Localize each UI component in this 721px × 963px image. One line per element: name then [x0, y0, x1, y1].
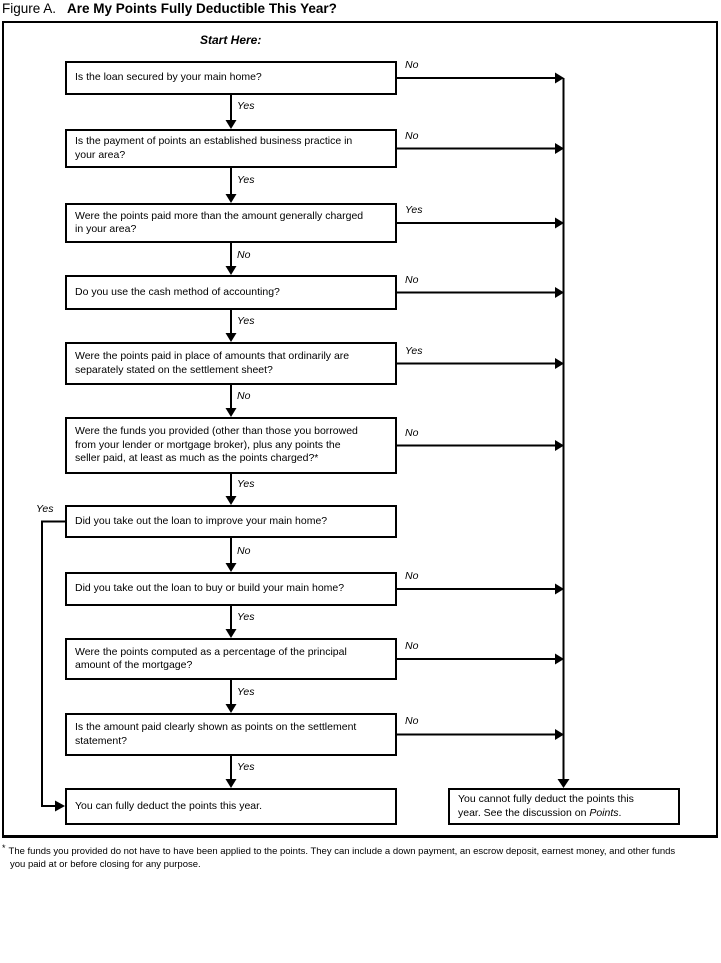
question-text: Is the payment of points an established … [75, 135, 353, 161]
result-text-before: You cannot fully deduct the points this … [458, 793, 634, 819]
branch-label: No [405, 274, 419, 286]
result-text: You can fully deduct the points this yea… [75, 799, 262, 812]
branch-label: No [237, 390, 251, 402]
branch-label: Yes [237, 761, 255, 773]
question-text: Were the funds you provided (other than … [75, 425, 358, 465]
flowchart-frame [2, 21, 718, 838]
question-box-in-place-amounts: Were the points paid in place of amounts… [65, 342, 397, 385]
question-box-points-amount: Were the points paid more than the amoun… [65, 203, 397, 243]
question-text: Were the points paid more than the amoun… [75, 209, 364, 236]
branch-label: No [237, 545, 251, 557]
branch-label: Yes [237, 174, 255, 186]
branch-label: Yes [405, 345, 423, 357]
footnote-text: The funds you provided do not have to ha… [8, 846, 676, 857]
question-box-shown-as-points: Is the amount paid clearly shown as poin… [65, 713, 397, 756]
question-box-funds-provided: Were the funds you provided (other than … [65, 417, 397, 474]
branch-label: No [237, 249, 251, 261]
question-box-percentage: Were the points computed as a percentage… [65, 638, 397, 680]
question-text: Did you take out the loan to buy or buil… [75, 582, 345, 595]
footnote-line-2: you paid at or before closing for any pu… [10, 859, 201, 870]
question-box-buy-build-home: Did you take out the loan to buy or buil… [65, 572, 397, 606]
figure-heading: Figure A. Are My Points Fully Deductible … [2, 1, 337, 16]
question-box-business-practice: Is the payment of points an established … [65, 129, 397, 168]
result-box-deduct: You can fully deduct the points this yea… [65, 788, 397, 825]
branch-label: Yes [36, 503, 54, 515]
question-text: Were the points computed as a percentage… [75, 645, 347, 672]
question-text: Is the amount paid clearly shown as poin… [75, 721, 357, 747]
footnote: *The funds you provided do not have to h… [2, 842, 719, 871]
footnote-asterisk: * [2, 843, 6, 853]
result-text-after: . [618, 806, 622, 819]
branch-label: No [405, 570, 419, 582]
question-box-cash-method: Do you use the cash method of accounting… [65, 275, 397, 310]
branch-label: No [405, 715, 419, 727]
branch-label: Yes [237, 315, 255, 327]
question-box-loan-secured: Is the loan secured by your main home? [65, 61, 397, 95]
branch-label: No [405, 130, 419, 142]
result-text-italic: Points [589, 806, 619, 819]
branch-label: Yes [237, 611, 255, 623]
question-text: Did you take out the loan to improve you… [75, 514, 328, 527]
footnote-line-1: *The funds you provided do not have to h… [2, 842, 719, 858]
start-here-label: Start Here: [200, 33, 262, 47]
question-text: Do you use the cash method of accounting… [75, 285, 280, 298]
branch-label: Yes [237, 686, 255, 698]
branch-label: No [405, 427, 419, 439]
result-box-no-deduct: You cannot fully deduct the points this … [448, 788, 680, 825]
branch-label: Yes [237, 100, 255, 112]
question-text: Were the points paid in place of amounts… [75, 350, 350, 376]
question-box-improve-home: Did you take out the loan to improve you… [65, 505, 397, 538]
branch-label: Yes [237, 478, 255, 490]
branch-label: No [405, 640, 419, 652]
figure-label: Figure A. [2, 1, 57, 16]
down-arrows [225, 95, 237, 788]
left-bypass-arrow [41, 520, 65, 812]
branch-label: No [405, 59, 419, 71]
collector-line [557, 78, 570, 788]
question-text: Is the loan secured by your main home? [75, 71, 262, 84]
result-text: You cannot fully deduct the points this … [458, 793, 634, 820]
figure-title: Are My Points Fully Deductible This Year… [67, 1, 337, 16]
branch-label: Yes [405, 204, 423, 216]
right-exit-arrows [397, 72, 564, 740]
